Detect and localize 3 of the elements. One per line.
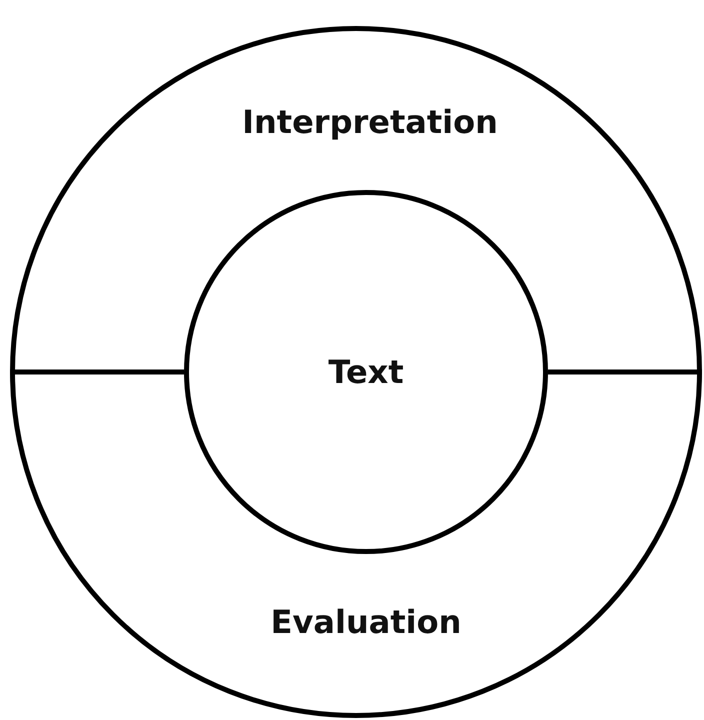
circle-label: Text [328,353,404,391]
segment-label: Evaluation [270,603,462,641]
segment-label: Interpretation [242,103,498,141]
